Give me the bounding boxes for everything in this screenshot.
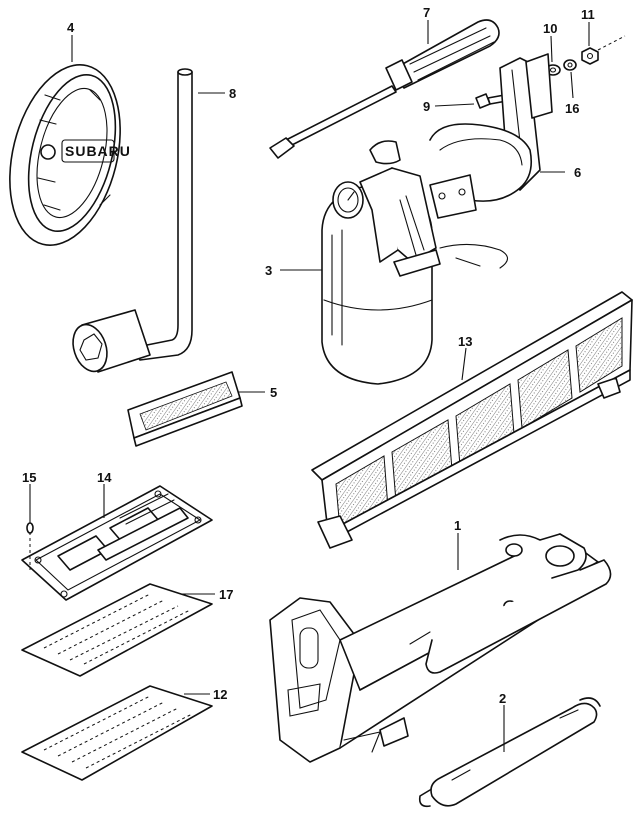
sheet-mat-upper <box>21 583 213 677</box>
callout-14: 14 <box>97 470 112 485</box>
callout-17: 17 <box>219 587 233 602</box>
rear-plate <box>21 485 213 601</box>
car-jack <box>269 533 612 763</box>
wheel-cover-emblem: SUBARU <box>65 143 131 159</box>
extinguisher-bracket <box>369 53 553 269</box>
callout-10: 10 <box>543 21 557 36</box>
callout-3: 3 <box>265 263 272 278</box>
washer-and-nut-set <box>545 35 626 76</box>
callout-16: 16 <box>565 101 579 116</box>
callout-13: 13 <box>458 334 472 349</box>
screwdriver <box>269 19 500 159</box>
luggage-net <box>311 291 633 549</box>
leader-lines <box>29 20 590 752</box>
callout-2: 2 <box>499 691 506 706</box>
callout-6: 6 <box>574 165 581 180</box>
callout-4: 4 <box>67 20 75 35</box>
sheet-mat-lower <box>21 685 213 781</box>
callout-5: 5 <box>270 385 277 400</box>
callout-numbers: 4 8 7 10 11 16 9 6 3 13 5 14 15 17 12 1 … <box>22 5 595 706</box>
callout-8: 8 <box>229 86 236 101</box>
fire-extinguisher <box>321 167 441 385</box>
callout-7: 7 <box>423 5 430 20</box>
callout-15: 15 <box>22 470 36 485</box>
lug-wrench <box>72 68 193 373</box>
reflector <box>127 371 243 447</box>
callout-11: 11 <box>581 7 595 22</box>
callout-12: 12 <box>213 687 227 702</box>
tool-strap <box>418 697 601 808</box>
callout-9: 9 <box>423 99 430 114</box>
callout-1: 1 <box>454 518 461 533</box>
spare-wheel-cover: SUBARU <box>9 64 131 246</box>
